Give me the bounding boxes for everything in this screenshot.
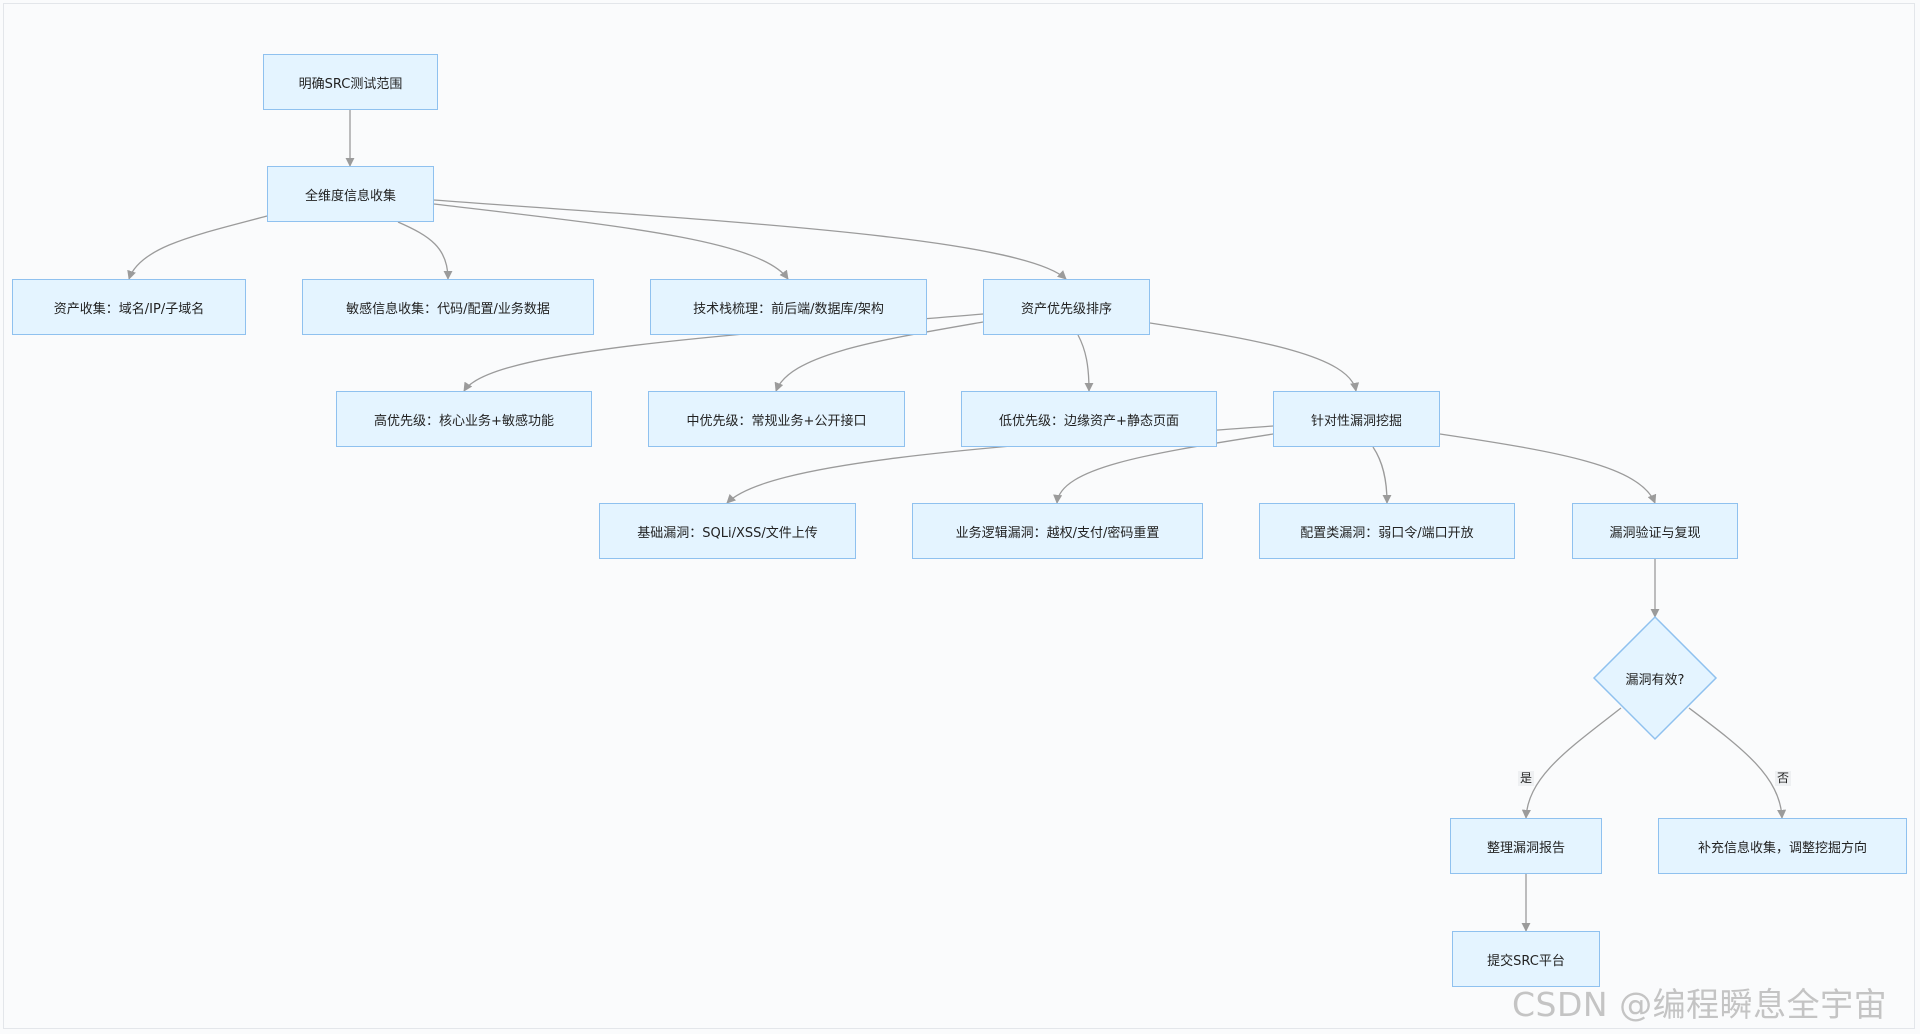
edge-targeted-mining-to-verify-reproduce xyxy=(1439,433,1657,504)
node-label: 提交SRC平台 xyxy=(1487,953,1565,969)
edge-info-gathering-to-tech-stack xyxy=(433,203,789,280)
node-low-priority[interactable]: 低优先级：边缘资产+静态页面 xyxy=(961,391,1217,447)
node-tech-stack[interactable]: 技术栈梳理：前后端/数据库/架构 xyxy=(650,279,927,335)
edge-asset-priority-to-low-priority xyxy=(1077,334,1094,392)
node-label: 资产收集：域名/IP/子域名 xyxy=(53,301,205,317)
edge-label-yes: 是 xyxy=(1518,771,1535,786)
node-label: 资产优先级排序 xyxy=(1020,301,1112,317)
edge-info-gathering-to-sensitive-collection xyxy=(397,221,453,280)
decision-diamond-shape xyxy=(1592,615,1718,741)
node-sensitive-collection[interactable]: 敏感信息收集：代码/配置/业务数据 xyxy=(302,279,594,335)
decision-is-valid[interactable]: 漏洞有效? xyxy=(1592,615,1718,741)
edge-targeted-mining-to-config-vulns xyxy=(1372,446,1392,504)
edge-label-no: 否 xyxy=(1775,771,1792,786)
node-config-vulns[interactable]: 配置类漏洞：弱口令/端口开放 xyxy=(1259,503,1515,559)
node-label: 配置类漏洞：弱口令/端口开放 xyxy=(1300,525,1474,541)
node-submit[interactable]: 提交SRC平台 xyxy=(1452,931,1600,987)
edge-asset-priority-to-targeted-mining xyxy=(1149,322,1360,392)
edge-info-gathering-to-asset-collection xyxy=(127,215,268,280)
node-label: 明确SRC测试范围 xyxy=(298,76,403,92)
node-high-priority[interactable]: 高优先级：核心业务+敏感功能 xyxy=(336,391,592,447)
edge-is-valid-to-write-report xyxy=(1521,707,1622,819)
node-label: 中优先级：常规业务+公开接口 xyxy=(686,413,867,429)
node-mid-priority[interactable]: 中优先级：常规业务+公开接口 xyxy=(648,391,905,447)
edge-is-valid-to-supplement xyxy=(1688,707,1787,819)
node-label: 基础漏洞：SQLi/XSS/文件上传 xyxy=(637,525,818,541)
node-label: 补充信息收集，调整挖掘方向 xyxy=(1697,840,1867,856)
node-define-scope[interactable]: 明确SRC测试范围 xyxy=(263,54,438,110)
node-targeted-mining[interactable]: 针对性漏洞挖掘 xyxy=(1273,391,1440,447)
node-label: 全维度信息收集 xyxy=(304,188,396,204)
node-label: 漏洞验证与复现 xyxy=(1609,525,1701,541)
edge-info-gathering-to-asset-priority xyxy=(433,199,1067,280)
node-info-gathering[interactable]: 全维度信息收集 xyxy=(267,166,434,222)
node-label: 业务逻辑漏洞：越权/支付/密码重置 xyxy=(955,525,1160,541)
edge-asset-priority-to-mid-priority xyxy=(774,321,984,392)
node-label: 技术栈梳理：前后端/数据库/架构 xyxy=(693,301,884,317)
node-logic-vulns[interactable]: 业务逻辑漏洞：越权/支付/密码重置 xyxy=(912,503,1203,559)
node-label: 针对性漏洞挖掘 xyxy=(1310,413,1402,429)
node-label: 低优先级：边缘资产+静态页面 xyxy=(999,413,1179,429)
node-label: 高优先级：核心业务+敏感功能 xyxy=(374,413,554,429)
decision-label: 漏洞有效? xyxy=(1625,672,1685,688)
node-supplement[interactable]: 补充信息收集，调整挖掘方向 xyxy=(1658,818,1907,874)
node-label: 敏感信息收集：代码/配置/业务数据 xyxy=(346,301,550,317)
node-verify-reproduce[interactable]: 漏洞验证与复现 xyxy=(1572,503,1738,559)
watermark: CSDN @编程瞬息全宇宙 xyxy=(1512,985,1888,1024)
edge-targeted-mining-to-logic-vulns xyxy=(1053,433,1274,504)
node-asset-priority[interactable]: 资产优先级排序 xyxy=(983,279,1150,335)
node-label: 整理漏洞报告 xyxy=(1486,840,1565,856)
node-basic-vulns[interactable]: 基础漏洞：SQLi/XSS/文件上传 xyxy=(599,503,856,559)
node-asset-collection[interactable]: 资产收集：域名/IP/子域名 xyxy=(12,279,246,335)
node-write-report[interactable]: 整理漏洞报告 xyxy=(1450,818,1602,874)
